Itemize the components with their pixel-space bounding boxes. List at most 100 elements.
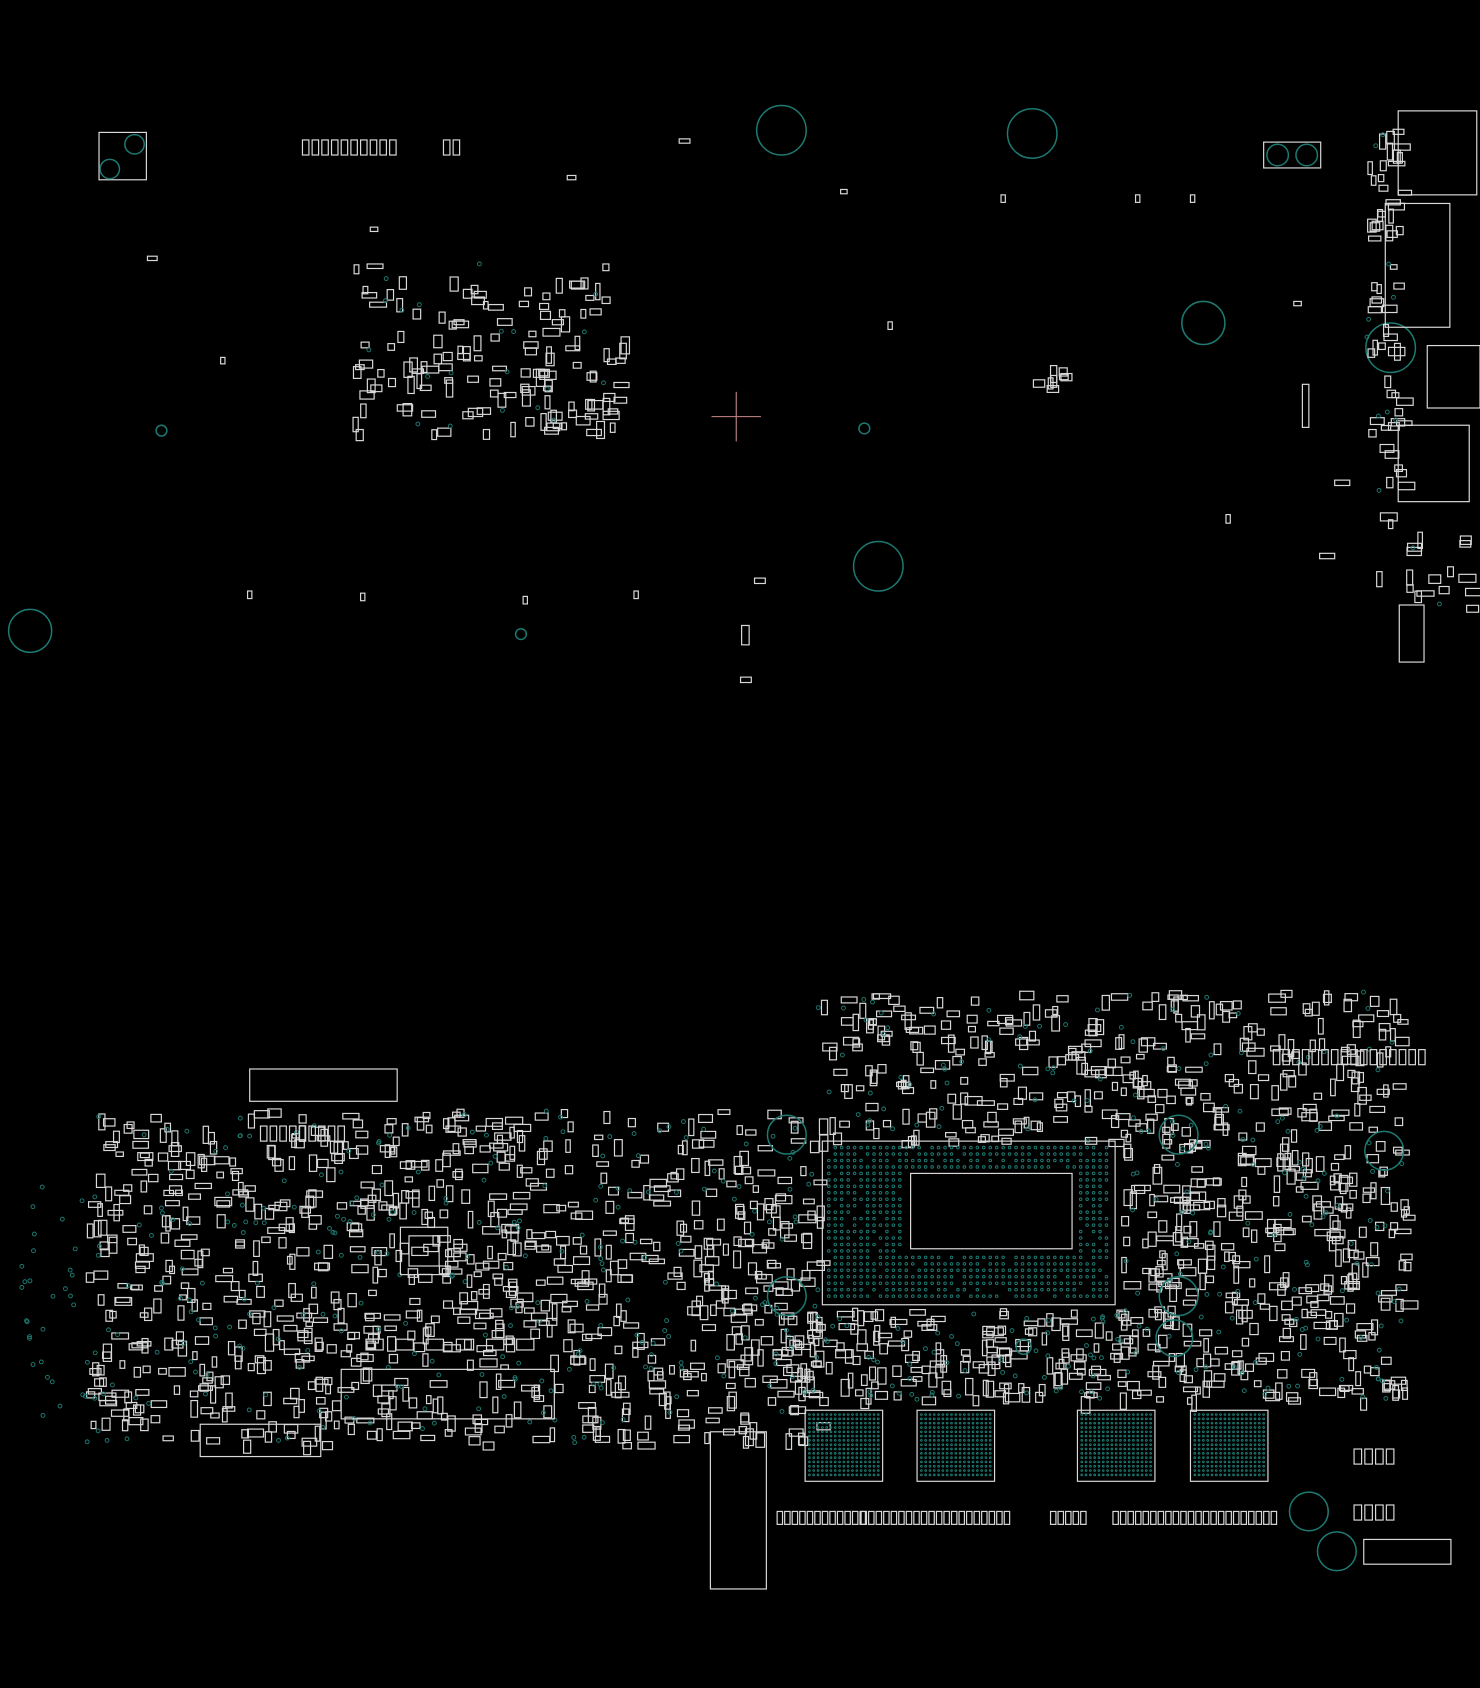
component-outline[interactable] [1313,1092,1323,1100]
component-outline[interactable] [350,1357,362,1367]
component-outline[interactable] [901,1014,917,1021]
component-outline[interactable] [874,1309,885,1322]
component-outline[interactable] [143,1205,153,1215]
component-outline[interactable] [1213,1373,1226,1382]
component-outline[interactable] [941,1380,952,1395]
component-outline[interactable] [264,1333,275,1352]
pin-pad[interactable] [279,1125,287,1142]
component-outline[interactable] [960,1076,969,1085]
component-outline[interactable] [819,1134,829,1152]
component-outline[interactable] [384,1325,397,1332]
component-outline[interactable] [1305,1284,1320,1293]
component-outline[interactable] [998,1128,1014,1136]
component-outline[interactable] [1369,995,1380,1007]
component-outline[interactable] [1152,1166,1163,1185]
component-outline[interactable] [263,1311,272,1328]
component-outline[interactable] [518,300,530,308]
component-outline[interactable] [372,1266,379,1284]
component-outline[interactable] [252,1312,261,1325]
component-outline[interactable] [1281,1314,1291,1321]
component-outline[interactable] [840,1017,854,1026]
component-outline[interactable] [929,1360,946,1368]
component-outline[interactable] [1233,1265,1240,1284]
component-outline[interactable] [495,1373,502,1390]
component-outline[interactable] [1131,1390,1142,1400]
pin-pad[interactable] [806,1510,814,1525]
pin-pad[interactable] [1270,1510,1278,1525]
component-outline[interactable] [1238,1189,1247,1201]
component-outline[interactable] [187,1287,196,1303]
component-outline[interactable] [353,264,360,275]
component-outline[interactable] [644,1415,652,1430]
component-outline[interactable] [360,403,367,419]
component-outline[interactable] [716,1218,725,1231]
component-outline[interactable] [740,1354,752,1362]
component-outline[interactable] [392,1136,400,1147]
component-outline[interactable] [371,1246,388,1257]
component-outline[interactable] [1376,571,1383,588]
component-outline[interactable] [1112,1343,1122,1351]
component-outline[interactable] [581,1270,590,1285]
component-outline[interactable] [1311,1001,1320,1016]
component-outline[interactable] [820,999,828,1016]
pin-pad[interactable] [1057,1510,1065,1525]
component-outline[interactable] [314,1337,323,1352]
component-outline[interactable] [238,1289,246,1299]
component-outline[interactable] [1395,1228,1412,1235]
component-outline[interactable] [856,1343,869,1352]
component-outline[interactable] [605,1379,612,1396]
component-outline[interactable] [522,595,529,605]
component-outline[interactable] [1120,1056,1131,1064]
component-outline[interactable] [550,1293,568,1304]
component-outline[interactable] [489,1308,503,1318]
component-outline[interactable] [1351,1388,1364,1395]
component-outline[interactable] [539,310,552,320]
pin-pad[interactable] [425,1338,445,1351]
pin-pad[interactable] [851,1510,859,1525]
component-outline[interactable] [1278,1107,1292,1115]
ic-die[interactable] [408,1235,440,1267]
component-outline[interactable] [1231,1291,1238,1306]
component-outline[interactable] [1111,1081,1119,1091]
component-outline[interactable] [409,357,419,373]
component-outline[interactable] [347,1331,360,1340]
component-outline[interactable] [1185,1066,1203,1073]
component-outline[interactable] [150,1113,162,1123]
component-outline[interactable] [1175,1226,1182,1243]
pin-pad[interactable] [996,1510,1003,1525]
component-outline[interactable] [877,1063,887,1074]
component-outline[interactable] [123,1123,133,1134]
component-outline[interactable] [445,1185,454,1203]
component-outline[interactable] [175,1331,185,1346]
component-outline[interactable] [1379,512,1398,522]
component-outline[interactable] [726,1395,736,1412]
pin-pad[interactable] [1418,1049,1426,1066]
component-outline[interactable] [721,1288,729,1304]
component-outline[interactable] [1224,1074,1235,1083]
component-outline[interactable] [789,1375,807,1383]
component-outline[interactable] [999,1027,1014,1035]
pin-pad[interactable] [935,1510,943,1525]
component-outline[interactable] [1189,194,1196,203]
component-outline[interactable] [696,1295,704,1307]
component-outline[interactable] [774,1195,793,1205]
pin-pad[interactable] [958,1510,966,1525]
component-outline[interactable] [294,1353,311,1363]
component-outline[interactable] [1174,1078,1191,1086]
component-outline[interactable] [877,1367,887,1385]
component-outline[interactable] [553,1258,566,1266]
component-outline[interactable] [1232,1000,1242,1010]
component-outline[interactable] [384,1124,394,1134]
component-outline[interactable] [111,1332,130,1340]
component-outline[interactable] [507,1239,517,1256]
component-outline[interactable] [438,311,446,324]
component-outline[interactable] [150,1400,168,1409]
component-outline[interactable] [407,1268,419,1278]
component-outline[interactable] [889,1318,908,1326]
component-outline[interactable] [267,1108,282,1118]
pin-pad[interactable] [1359,1049,1368,1066]
component-outline[interactable] [200,1407,214,1415]
pin-pad[interactable] [913,1510,920,1525]
component-outline[interactable] [704,1279,710,1292]
component-outline[interactable] [523,1307,535,1314]
